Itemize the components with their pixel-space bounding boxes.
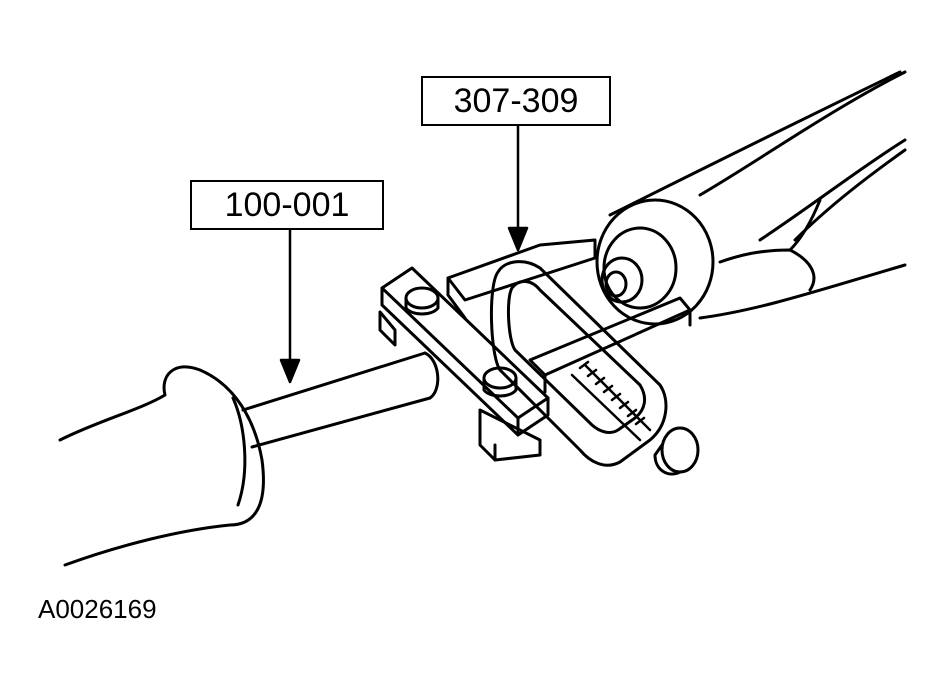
- callout-remover-tool: 307-309: [421, 76, 611, 126]
- callout-slide-hammer: 100-001: [190, 180, 384, 230]
- slide-hammer-handle: [58, 365, 265, 567]
- adapter-bracket: [378, 266, 550, 462]
- figure-id: A0026169: [38, 594, 157, 624]
- leader-lines: [279, 124, 529, 384]
- linkage-arm: [608, 70, 907, 320]
- slide-hammer-shaft: [241, 351, 440, 449]
- bolt-upper: [404, 286, 440, 316]
- forcing-screw: [570, 360, 652, 442]
- remover-frame: [489, 260, 668, 467]
- jaw-plates: [446, 238, 692, 394]
- screw-cap: [653, 426, 700, 476]
- ball-joint: [595, 198, 715, 326]
